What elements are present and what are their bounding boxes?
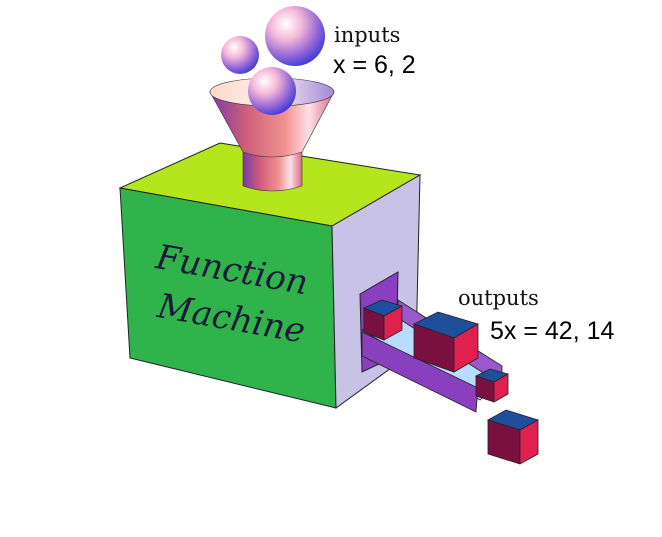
output-cube — [486, 409, 540, 465]
output-cube — [362, 299, 404, 341]
machine-box — [118, 142, 422, 409]
input-spheres — [221, 6, 325, 115]
outputs-values: 5x = 42, 14 — [490, 317, 614, 345]
funnel-spout — [242, 149, 303, 192]
input-sphere — [248, 67, 296, 115]
chute-front-wall — [361, 331, 479, 413]
output-cubes — [362, 299, 540, 465]
input-sphere — [221, 36, 259, 74]
outputs-label: outputs — [458, 286, 539, 310]
output-cube — [412, 311, 479, 373]
inputs-label: inputs — [334, 23, 400, 47]
output-cube — [474, 368, 510, 403]
input-sphere — [265, 6, 325, 66]
inputs-values: x = 6, 2 — [333, 51, 416, 79]
